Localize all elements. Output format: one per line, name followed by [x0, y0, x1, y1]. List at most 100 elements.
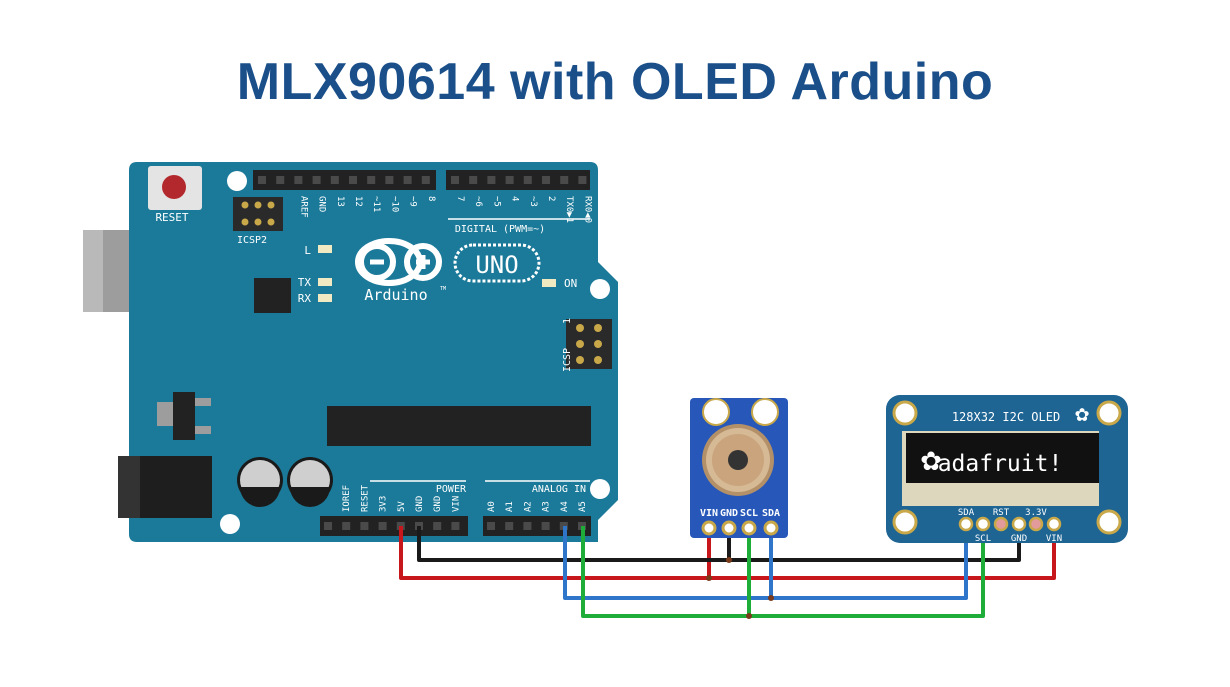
- analog-label: ANALOG IN: [532, 484, 586, 495]
- header-pin-hole: [451, 522, 460, 530]
- oled-pin: [1046, 516, 1062, 532]
- led-rx-label: RX: [298, 292, 312, 305]
- mounting-hole: [590, 279, 610, 299]
- oled-pin: [1028, 516, 1044, 532]
- reset-label: RESET: [155, 211, 188, 224]
- header-pin-hole: [487, 522, 495, 530]
- header-pin-hole: [505, 176, 514, 184]
- digital-pin-label: ~6: [473, 196, 483, 207]
- analog-pin-label: A4: [560, 501, 570, 512]
- oled-pin: [1011, 516, 1027, 532]
- analog-pin-label: A5: [578, 501, 588, 512]
- header-pin-hole: [367, 176, 376, 184]
- oled-pin: [958, 516, 974, 532]
- digital-pin-label: 13: [335, 196, 345, 207]
- header-pin-hole: [258, 176, 266, 184]
- digital-pin-label: 12: [353, 196, 363, 207]
- digital-pin-label: ~3: [528, 196, 538, 207]
- header-pin-hole: [523, 522, 532, 530]
- header-pin-hole: [312, 176, 321, 184]
- oled-pin-label-bottom: GND: [1011, 534, 1027, 544]
- digital-pin-label: 8: [426, 196, 436, 201]
- oled-pin-label-bottom: VIN: [1046, 534, 1062, 544]
- header-pin-hole: [542, 176, 550, 184]
- oled-pin-label-top: 3.3V: [1025, 508, 1047, 518]
- led-l: [318, 245, 332, 253]
- adafruit-star-icon: ✿: [1074, 405, 1089, 426]
- oled-screen: [906, 433, 1099, 483]
- led-tx-label: TX: [298, 276, 312, 289]
- header-pin-hole: [578, 176, 587, 184]
- sensor-pin: [721, 520, 737, 536]
- header-pin-hole: [433, 522, 442, 530]
- header-pin-hole: [487, 176, 496, 184]
- capacitor: [287, 457, 333, 507]
- power-pin-label: GND: [433, 496, 443, 512]
- header-pin-hole: [541, 522, 550, 530]
- header-pin-hole: [324, 522, 332, 530]
- icsp2-label: ICSP2: [237, 235, 267, 246]
- digital-pin-label: 4: [510, 196, 520, 201]
- usb-chip: [254, 278, 291, 313]
- mounting-hole: [590, 479, 610, 499]
- atmega-chip: [327, 406, 591, 446]
- digital-label: DIGITAL (PWM=~): [455, 224, 545, 235]
- power-header: [320, 516, 468, 536]
- digital-header-left: [253, 170, 436, 190]
- oled-title: 128X32 I2C OLED: [952, 410, 1060, 424]
- sensor-pin-label: VIN: [700, 508, 718, 519]
- wire-gnd-black: [417, 526, 1021, 562]
- icsp-label: ICSP: [562, 348, 573, 372]
- digital-pin-label: TX0▶1: [564, 196, 574, 223]
- header-pin-hole: [276, 176, 285, 184]
- wire-scl-green: [581, 524, 985, 618]
- wire-sda-blue: [563, 524, 968, 600]
- sensor-pin: [763, 520, 779, 536]
- power-pin-label: RESET: [360, 484, 370, 512]
- board-body: [129, 162, 618, 542]
- digital-header-right: [446, 170, 590, 190]
- digital-pin-label: ~11: [371, 196, 381, 212]
- icsp-pin1-label: 1: [562, 318, 573, 324]
- mounting-hole: [702, 398, 730, 426]
- header-pin-hole: [560, 176, 569, 184]
- mounting-hole: [220, 514, 240, 534]
- sensor-pins: [701, 520, 779, 536]
- voltage-regulator-tab: [157, 402, 173, 426]
- analog-header: [483, 516, 591, 536]
- digital-pin-label: ~10: [389, 196, 399, 212]
- digital-pin-label: 2: [546, 196, 556, 201]
- header-pin-hole: [403, 176, 412, 184]
- header-pin-hole: [378, 522, 387, 530]
- analog-pin-label: A2: [523, 501, 533, 512]
- mounting-hole: [892, 400, 918, 426]
- header-pin-hole: [349, 176, 357, 184]
- digital-pin-holes: [258, 176, 587, 184]
- led-tx: [318, 278, 332, 286]
- header-pin-hole: [469, 176, 478, 184]
- header-pin-hole: [451, 176, 459, 184]
- bottom-pin-holes: [324, 522, 586, 530]
- sensor-pin: [741, 520, 757, 536]
- page-title: MLX90614 with OLED Arduino: [236, 53, 994, 111]
- mounting-hole: [227, 171, 247, 191]
- digital-pin-label: 7: [455, 196, 465, 201]
- digital-pin-label: RX0◀0: [582, 196, 592, 223]
- power-pin-label: 5V: [397, 501, 407, 512]
- power-pin-label: VIN: [451, 496, 461, 512]
- header-pin-hole: [523, 176, 532, 184]
- sensor-pin-label: GND: [720, 508, 738, 519]
- power-pin-label: IOREF: [342, 485, 352, 512]
- led-rx: [318, 294, 332, 302]
- tm-mark: TM: [440, 286, 446, 292]
- header-pin-hole: [505, 522, 514, 530]
- analog-pin-label: A0: [487, 501, 497, 512]
- reset-button-cap[interactable]: [162, 175, 186, 199]
